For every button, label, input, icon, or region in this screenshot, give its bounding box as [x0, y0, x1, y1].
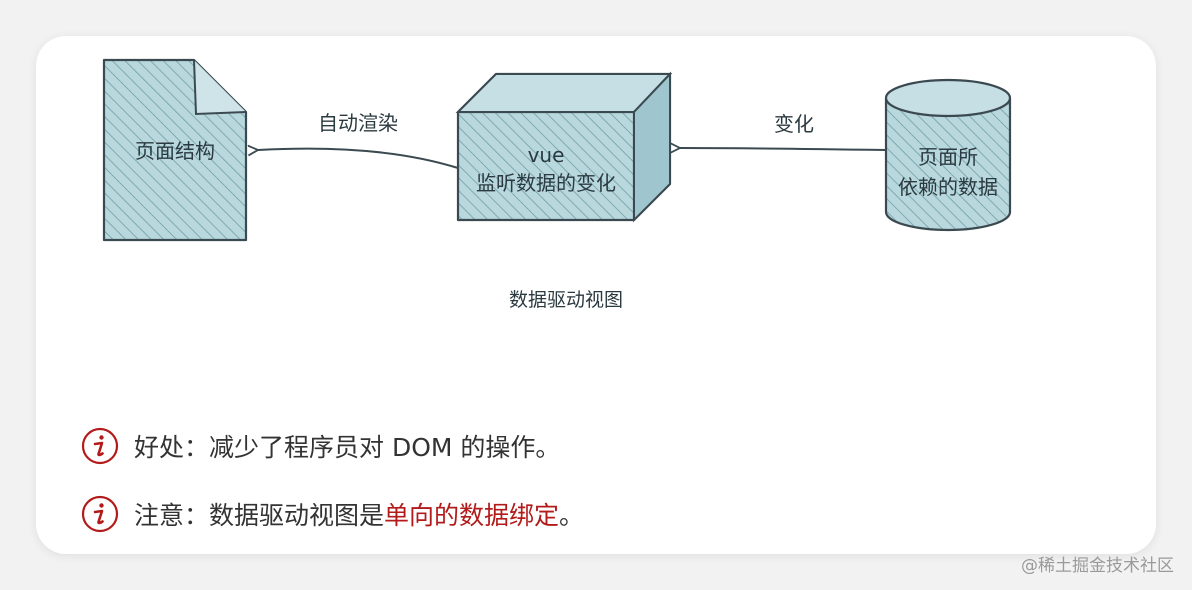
data-node: 页面所 依赖的数据	[884, 78, 1012, 232]
note-attention-highlight: 单向的数据绑定	[384, 501, 560, 530]
info-icon	[81, 495, 119, 533]
note-attention: 注意：数据驱动视图是单向的数据绑定。	[80, 494, 584, 534]
page-structure-node: 页面结构	[102, 58, 248, 242]
diagram-caption: 数据驱动视图	[509, 289, 623, 311]
watermark: @稀土掘金技术社区	[1021, 556, 1174, 576]
note-attention-text-after: 。	[559, 501, 585, 530]
vue-node: vue 监听数据的变化	[455, 71, 673, 223]
vue-label-line1: vue	[528, 143, 565, 167]
change-edge: 变化	[680, 112, 887, 150]
change-label: 变化	[774, 112, 814, 136]
data-label-line2: 依赖的数据	[898, 175, 998, 199]
note-benefit-text: 好处：减少了程序员对 DOM 的操作。	[134, 433, 561, 462]
data-label-line1: 页面所	[918, 145, 978, 169]
info-icon	[81, 427, 119, 465]
auto-render-edge: 自动渲染	[258, 111, 459, 169]
note-benefit: 好处：减少了程序员对 DOM 的操作。	[80, 426, 560, 466]
vue-label-line2: 监听数据的变化	[476, 171, 616, 195]
note-attention-text-before: 注意：数据驱动视图是	[134, 501, 385, 530]
page-structure-label: 页面结构	[135, 139, 215, 163]
auto-render-label: 自动渲染	[318, 111, 398, 135]
